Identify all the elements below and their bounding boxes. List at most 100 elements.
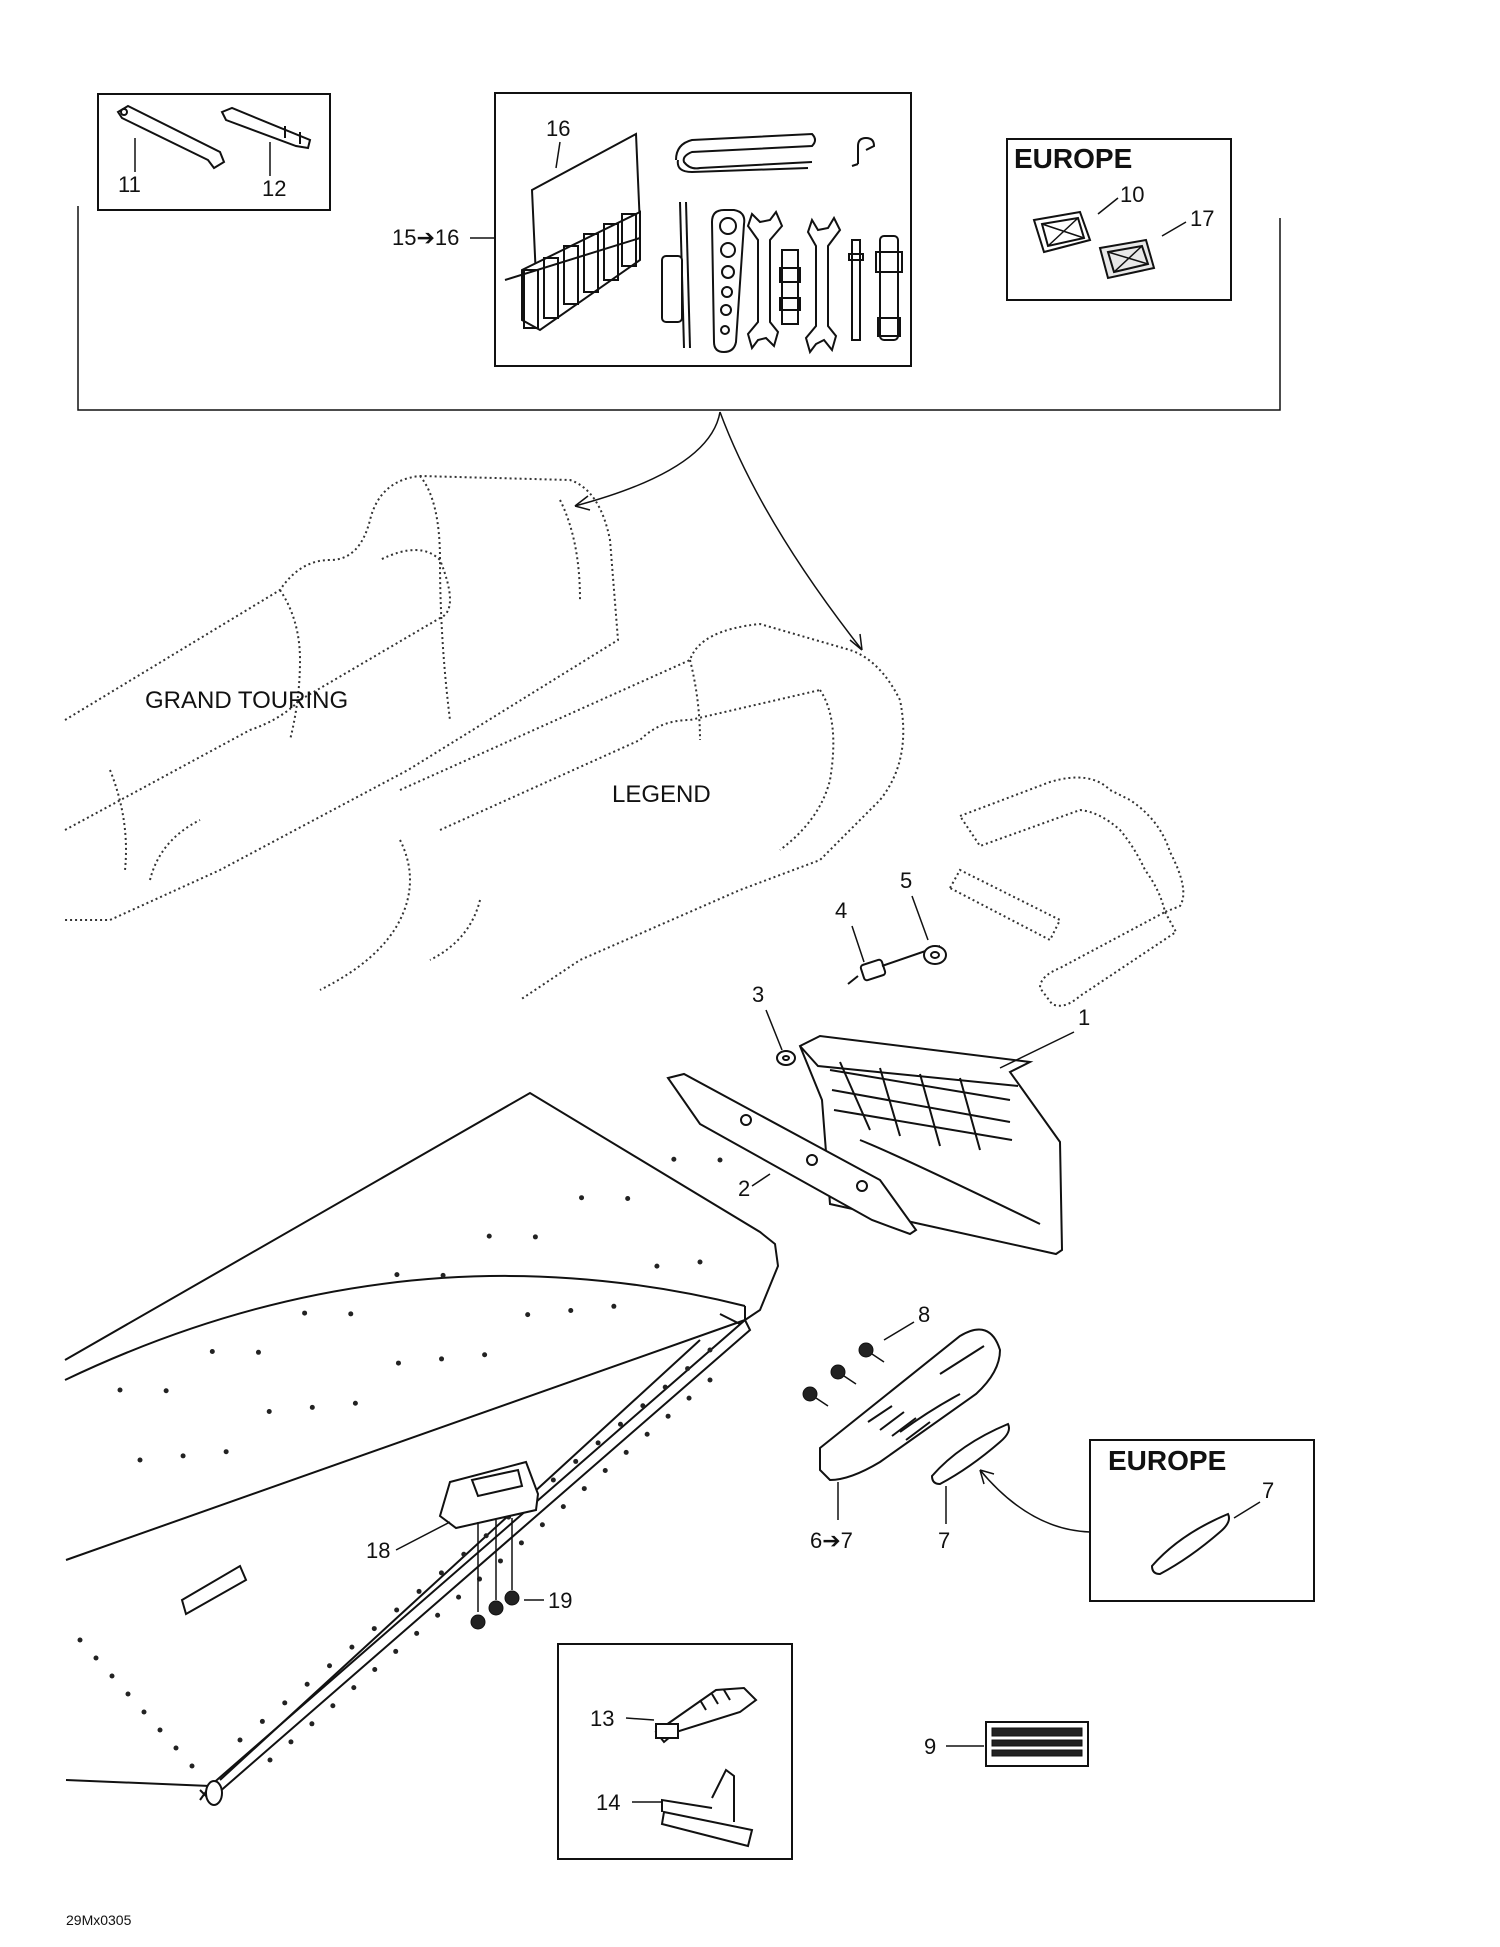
hook-clip [851, 136, 876, 167]
rivet-dot [644, 1431, 650, 1437]
rivet-dot [394, 1272, 400, 1278]
bracket-tool-12 [220, 106, 312, 150]
rivet-dot [525, 1312, 531, 1318]
label-1: 1 [1078, 1005, 1090, 1030]
rivet-dot [665, 1413, 671, 1419]
rivet-dot [157, 1727, 163, 1733]
rivet-dot [550, 1477, 556, 1483]
wire-hook-tool [675, 132, 816, 174]
tunnel-chassis [64, 1091, 780, 1806]
rivet-dot [456, 1594, 462, 1600]
arrow-to-grand-touring [574, 411, 721, 507]
screw-8-b [830, 1364, 857, 1385]
seat-grand-touring [64, 474, 620, 921]
box-wrenches [97, 93, 331, 211]
rivet-dot [141, 1709, 147, 1715]
rivet-dot [497, 1558, 503, 1564]
label-5: 5 [900, 868, 912, 893]
rivet-dot [288, 1739, 294, 1745]
rivet-dot [579, 1195, 585, 1201]
rivet-dot [372, 1667, 378, 1673]
step-light-18 [438, 1460, 540, 1530]
screw-19-c [504, 1518, 520, 1606]
rivet-dot [482, 1352, 488, 1358]
rivet-dot [416, 1588, 422, 1594]
rivet-dot [266, 1409, 272, 1415]
rivet-dot [237, 1737, 243, 1743]
rivet-dot [395, 1360, 401, 1366]
box-tool-kit [494, 92, 912, 367]
rivet-dot [309, 1404, 315, 1410]
label-14: 14 [596, 1790, 620, 1815]
box-europe-reflector [1089, 1439, 1315, 1602]
box-hitch-parts [557, 1643, 793, 1860]
label-2: 2 [738, 1176, 750, 1201]
rivet-dot [640, 1403, 646, 1409]
rivet-dot [349, 1644, 355, 1650]
rivet-dot [573, 1458, 579, 1464]
rivet-dot [223, 1449, 229, 1455]
label-13: 13 [590, 1706, 614, 1731]
grab-handle [948, 776, 1185, 1007]
rivet-dot [117, 1387, 123, 1393]
rivet-dot [282, 1700, 288, 1706]
rivet-dot [438, 1570, 444, 1576]
rivet-dot [393, 1648, 399, 1654]
open-end-wrench-b [804, 215, 842, 355]
box-europe-labels [1006, 138, 1232, 301]
figure-code: 29Mx0305 [66, 1912, 132, 1928]
rivet-dot [686, 1395, 692, 1401]
rivet-dot [685, 1366, 691, 1372]
reflector-17 [1098, 238, 1156, 280]
spark-plug-socket [779, 249, 801, 325]
arrow-to-legend [719, 411, 863, 651]
hex-key [848, 239, 864, 341]
rivet-dot [440, 1272, 446, 1278]
open-end-wrench-a [746, 210, 784, 351]
screw-19-a [470, 1522, 486, 1630]
rivet-dot [581, 1486, 587, 1492]
label-9: 9 [924, 1734, 936, 1759]
rivet-dot [330, 1703, 336, 1709]
rivet-dot [173, 1745, 179, 1751]
rivet-dot [394, 1607, 400, 1613]
rivet-dot [259, 1718, 265, 1724]
rivet-dot [611, 1303, 617, 1309]
tool-pouch-16 [504, 132, 642, 332]
support-plate-2 [666, 1072, 918, 1236]
reflector-7 [930, 1422, 1010, 1486]
arrow-to-reflector [979, 1469, 1091, 1533]
hitch-bracket-14 [660, 1768, 754, 1848]
rivet-dot [617, 1421, 623, 1427]
rivet-dot [539, 1522, 545, 1528]
rivet-dot [602, 1467, 608, 1473]
screw-8-c [802, 1386, 829, 1407]
rivet-dot [304, 1681, 310, 1687]
side-guard-6 [819, 1328, 1002, 1482]
socket-tool [875, 235, 903, 341]
rivet-dot [125, 1691, 131, 1697]
rivet-dot [180, 1453, 186, 1459]
kit-bracket-line [77, 206, 1281, 411]
region-europe-bottom: EUROPE [1108, 1445, 1226, 1476]
label-11: 11 [118, 172, 141, 197]
rivet-dot [518, 1540, 524, 1546]
rivet-dot [595, 1440, 601, 1446]
label-15-16: 15➔16 [392, 225, 459, 250]
rivet-dot [671, 1156, 677, 1162]
rivet-dot [439, 1356, 445, 1362]
label-8: 8 [918, 1302, 930, 1327]
label-16: 16 [546, 116, 570, 141]
washer-3 [776, 1050, 796, 1066]
rivet-dot [302, 1310, 308, 1316]
rivet-dot [352, 1400, 358, 1406]
rivet-dot [163, 1388, 169, 1394]
rivet-dot [486, 1233, 492, 1239]
rivet-dot [77, 1637, 83, 1643]
rivet-dot [267, 1757, 273, 1763]
reflector-10 [1032, 210, 1092, 254]
rivet-dot [137, 1457, 143, 1463]
rivet-dot [654, 1263, 660, 1269]
rivet-dot [707, 1347, 713, 1353]
